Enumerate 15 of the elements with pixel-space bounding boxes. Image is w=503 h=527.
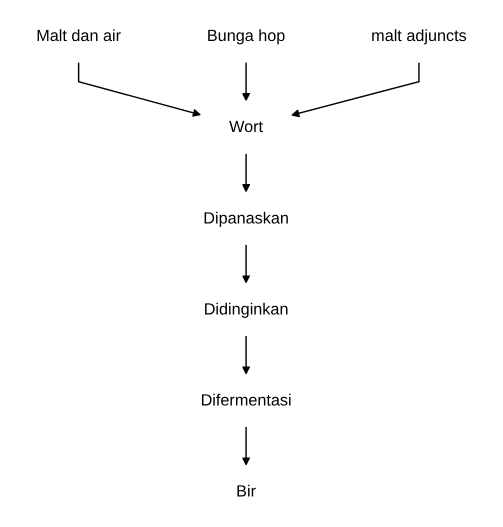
node-text: Dipanaskan xyxy=(203,208,289,227)
arrow xyxy=(78,62,201,116)
node-text: Bir xyxy=(236,482,256,500)
arrow xyxy=(242,336,250,374)
arrow xyxy=(291,62,420,117)
arrow xyxy=(242,426,250,466)
node-text: Didinginkan xyxy=(204,300,288,318)
arrow xyxy=(242,62,250,101)
node-text: Difermentasi xyxy=(200,390,292,409)
node-text: malt adjuncts xyxy=(371,26,467,45)
node-text: Bunga hop xyxy=(206,26,286,45)
arrow xyxy=(242,153,250,192)
node-text: Malt dan air xyxy=(36,26,121,45)
arrow xyxy=(242,244,250,283)
node-text: Wort xyxy=(229,118,264,136)
